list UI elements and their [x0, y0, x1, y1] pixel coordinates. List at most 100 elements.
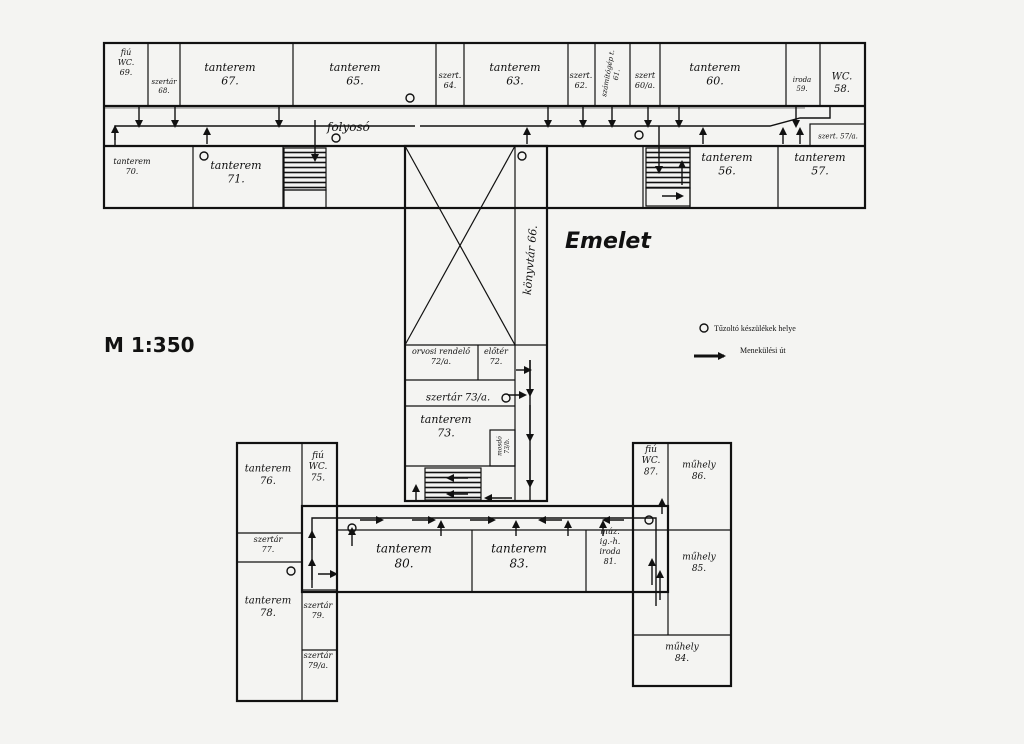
room-label-line: WC. — [309, 462, 328, 472]
room-label-line: 68. — [158, 87, 169, 95]
room-label-line: 67. — [221, 75, 239, 88]
room-label-line: tanterem — [376, 542, 432, 556]
room-label-line: tanterem — [794, 151, 845, 164]
room-label-line: 85. — [692, 564, 706, 574]
room-label-58: WC.58. — [832, 71, 853, 95]
room-label-line: tanterem — [204, 61, 255, 74]
room-label-line: szertár — [254, 535, 284, 544]
room-label-78: tanterem 78. — [245, 595, 292, 619]
room-label-62: szert.62. — [570, 71, 593, 90]
room-label-line: 59. — [796, 85, 807, 93]
room-label-line: orvosi rendelő — [412, 347, 471, 356]
room-label-line: könyvtár 66. — [521, 225, 540, 296]
room-label-line: 61. — [612, 69, 622, 81]
room-label-line: 76. — [260, 476, 276, 487]
room-label-line: tanterem — [701, 151, 752, 164]
room-label-line: tanterem — [245, 595, 292, 606]
room-label-line: fiú — [120, 48, 132, 57]
room-label-line: 62. — [575, 81, 588, 90]
room-label-64: szert.64. — [439, 71, 462, 90]
room-label-line: fiú — [311, 450, 324, 461]
room-label-line: 69. — [120, 68, 133, 77]
room-label-line: 79/a. — [308, 661, 328, 670]
room-label-line: tanterem — [689, 61, 740, 74]
legend — [694, 323, 726, 360]
room-label-line: 77. — [262, 545, 275, 554]
room-label-line: 79. — [312, 611, 325, 620]
room-label-line: 73/b. — [504, 438, 511, 453]
room-label-line: múz. — [600, 527, 620, 536]
room-label-line: iroda — [599, 547, 620, 556]
room-label-line: műhely — [682, 552, 716, 563]
room-label-line: szert — [635, 71, 656, 80]
room-label-line: mosdó — [496, 436, 503, 456]
room-label-line: tanterem — [420, 413, 471, 426]
room-label-line: szertár — [304, 651, 334, 660]
room-label-line: 75. — [311, 473, 325, 483]
room-label-line: 57. — [811, 165, 829, 178]
room-label-line: tanterem — [245, 463, 292, 474]
room-label-73b: mosdó73/b. — [496, 436, 511, 456]
room-label-line: tanterem — [113, 157, 151, 166]
room-label-line: műhely — [665, 642, 699, 653]
room-label-61: számítógép t.61. — [600, 49, 625, 99]
room-label-line: tanterem — [491, 542, 547, 556]
room-label-line: 72/a. — [431, 357, 451, 366]
room-label-line: szertár — [304, 601, 334, 610]
room-label-line: fiú — [644, 444, 657, 455]
floor-title: Emelet — [565, 229, 652, 254]
room-label-line: 87. — [644, 467, 658, 477]
room-label-line: ig.-h. — [600, 537, 621, 546]
corridor-label: folyosó — [326, 120, 370, 134]
room-label-line: 72. — [490, 357, 503, 366]
room-label-line: iroda — [793, 76, 811, 84]
room-label-line: 60/a. — [635, 81, 655, 90]
room-label-line: 70. — [126, 167, 139, 176]
room-label-line: 83. — [509, 557, 528, 571]
room-label-line: 58. — [834, 84, 850, 95]
room-label-line: 81. — [604, 557, 617, 566]
room-label-line: szertár 73/a. — [426, 393, 490, 404]
room-label-line: műhely — [682, 460, 716, 471]
room-label-57a: szert. 57/a. — [818, 132, 858, 140]
room-label-line: 63. — [506, 75, 524, 88]
room-label-line: 65. — [346, 75, 364, 88]
room-label-line: 80. — [394, 557, 413, 571]
room-label-line: szertár — [151, 78, 177, 86]
room-label-line: 60. — [706, 75, 724, 88]
room-label-line: szert. — [439, 71, 462, 80]
room-label-73a: szertár 73/a. — [426, 393, 490, 404]
room-label-line: 56. — [718, 165, 736, 178]
room-label-line: 71. — [227, 173, 245, 186]
room-label-line: 73. — [437, 427, 455, 440]
room-label-line: WC. — [118, 58, 135, 67]
extinguisher-markers — [199, 93, 654, 576]
room-label-line: tanterem — [329, 61, 380, 74]
escape-routes — [111, 106, 831, 606]
bottom-wing — [235, 441, 733, 703]
room-label-line: előtér — [484, 347, 509, 356]
room-label-line: szert. — [570, 71, 593, 80]
room-label-line: 84. — [675, 654, 689, 664]
room-label-line: 78. — [260, 608, 276, 619]
room-label-line: szert. 57/a. — [818, 132, 858, 140]
